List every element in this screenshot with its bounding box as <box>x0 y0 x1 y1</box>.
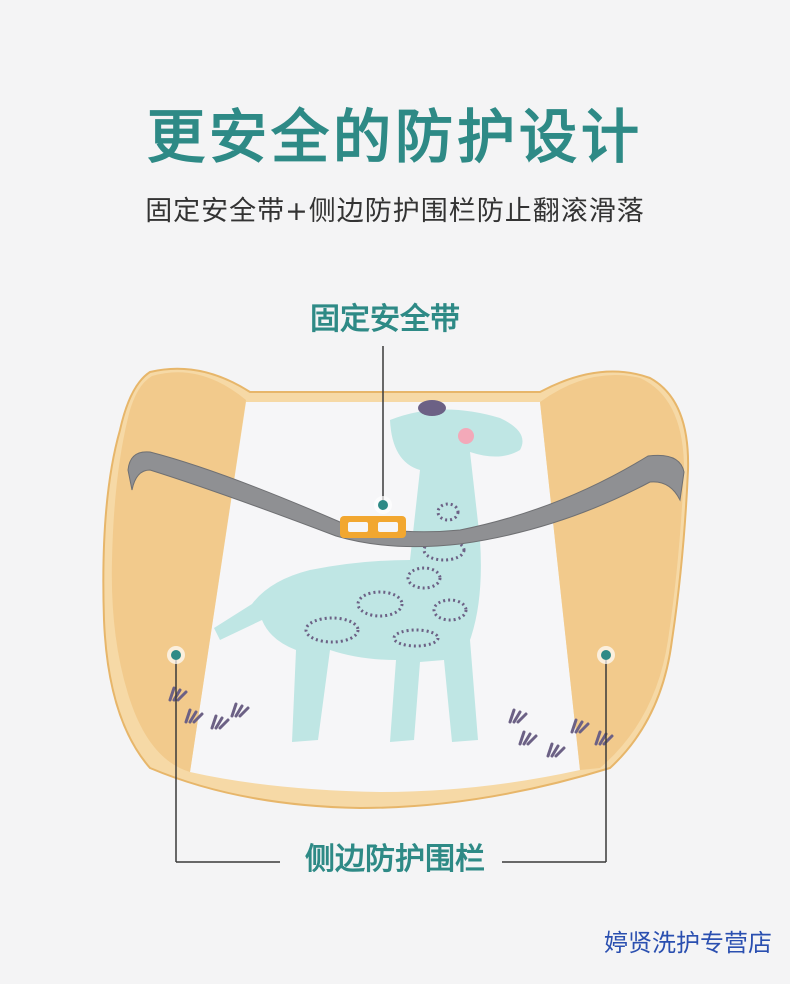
footprints <box>168 686 614 758</box>
page-headline: 更安全的防护设计 <box>146 103 643 171</box>
giraffe-eye <box>418 400 446 416</box>
seat-belt-buckle <box>340 516 406 538</box>
page-subheadline: 固定安全带+侧边防护围栏防止翻滚滑落 <box>145 196 645 227</box>
giraffe-cheek <box>458 428 474 444</box>
callout-seat-belt: 固定安全带 <box>310 302 460 337</box>
giraffe-pattern <box>214 409 523 742</box>
callout-dots <box>167 496 615 664</box>
callout-side-guard: 侧边防护围栏 <box>305 842 485 877</box>
giraffe-spots <box>304 502 468 648</box>
store-watermark: 婷贤洗护专营店 <box>604 929 772 957</box>
seat-belt-strap <box>127 451 685 548</box>
callout-leaders <box>175 346 607 863</box>
